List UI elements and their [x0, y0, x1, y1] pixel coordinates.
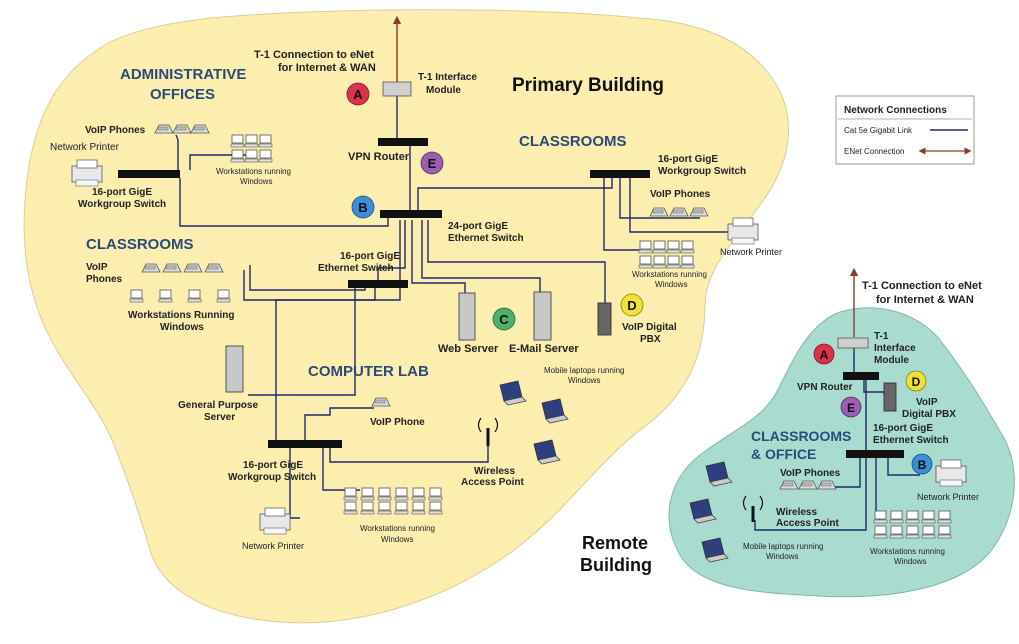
legend-enet-label: ENet Connection	[844, 147, 904, 156]
remote-voip-label: VoIP Phones	[780, 468, 841, 479]
svg-text:B: B	[918, 458, 927, 472]
badge-a-primary: A	[346, 82, 370, 106]
legend-title: Network Connections	[844, 105, 947, 116]
web-server-label: Web Server	[438, 343, 499, 355]
badge-e-primary: E	[420, 151, 444, 175]
lab-printer-label: Network Printer	[242, 541, 304, 551]
badge-d-primary: D	[620, 293, 644, 317]
lab-wap-label: Wireless Access Point	[461, 466, 524, 488]
admin-voip-label: VoIP Phones	[85, 125, 146, 136]
svg-text:C: C	[499, 312, 509, 327]
primary-t1-module: T-1 Interface Module	[418, 72, 480, 96]
primary-vpn-router: VPN Router	[348, 151, 410, 163]
classrooms-right-printer-label: Network Printer	[720, 247, 782, 257]
svg-text:A: A	[353, 87, 363, 102]
admin-switch-label: 16-port GigE Workgroup Switch	[78, 187, 166, 210]
gp-server-label: General Purpose Server	[178, 400, 261, 423]
lab-laptops-label: Mobile laptops running Windows	[544, 366, 627, 385]
classrooms-right-workstations-label: Workstations running Windows	[632, 270, 709, 289]
svg-text:A: A	[820, 348, 829, 362]
remote-heading: CLASSROOMS & OFFICE	[751, 428, 855, 462]
remote-workstations-label: Workstations running Windows	[870, 547, 947, 566]
legend: Network Connections Cat 5e Gigabit Link …	[835, 95, 975, 165]
network-hardware	[118, 81, 904, 458]
classrooms-right-switch-label: 16-port GigE Workgroup Switch	[658, 154, 746, 177]
remote-t1-module: T-1 Interface Module	[874, 331, 918, 366]
badge-b-remote: B	[911, 453, 933, 475]
remote-wap-icon	[742, 495, 764, 522]
svg-text:E: E	[847, 401, 855, 415]
classrooms-left-voip-label: VoIP Phones	[86, 262, 123, 285]
legend-cat5e-label: Cat 5e Gigabit Link	[844, 126, 913, 135]
email-server-label: E-Mail Server	[509, 343, 579, 355]
primary-t1-connection: T-1 Connection to eNet for Internet & WA…	[254, 49, 377, 74]
admin-offices-heading: ADMINISTRATIVE OFFICES	[120, 66, 251, 103]
remote-wap-label: Wireless Access Point	[776, 507, 839, 529]
classrooms-right-heading: CLASSROOMS	[519, 133, 627, 150]
lab-switch-label: 16-port GigE Workgroup Switch	[228, 460, 316, 483]
svg-text:E: E	[428, 156, 437, 171]
admin-workstations-label: Workstations running Windows	[216, 167, 293, 186]
classrooms-left-workstations-label: Workstations Running Windows	[128, 310, 237, 333]
primary-pbx-label: VoIP Digital PBX	[622, 322, 679, 345]
primary-building-title: Primary Building	[512, 75, 664, 96]
lab-workstations-label: Workstations running Windows	[360, 524, 437, 544]
classrooms-left-switch-label: 16-port GigE Ethernet Switch	[318, 251, 403, 274]
lab-wap-icon	[477, 417, 499, 446]
remote-laptops-label: Mobile laptops running Windows	[743, 542, 826, 561]
svg-text:B: B	[358, 200, 367, 215]
primary-cat5e-links	[175, 96, 728, 519]
badge-d-remote: D	[905, 370, 927, 392]
remote-vpn-router: VPN Router	[797, 382, 853, 393]
computer-lab-heading: COMPUTER LAB	[308, 363, 429, 380]
remote-cat5e-links	[754, 345, 920, 531]
admin-printer-label: Network Printer	[50, 142, 120, 153]
core-switch-label: 24-port GigE Ethernet Switch	[448, 221, 524, 244]
classrooms-left-heading: CLASSROOMS	[86, 236, 194, 253]
svg-text:D: D	[627, 298, 636, 313]
badge-c-primary: C	[492, 307, 516, 331]
remote-printer-label: Network Printer	[917, 492, 979, 502]
remote-switch-label: 16-port GigE Ethernet Switch	[873, 423, 949, 446]
svg-text:D: D	[912, 375, 921, 389]
devices	[71, 124, 967, 563]
badge-e-remote: E	[840, 396, 862, 418]
badge-a-remote: A	[813, 343, 835, 365]
remote-building-title: Remote Building	[580, 533, 653, 575]
servers	[225, 291, 897, 412]
badge-b-primary: B	[351, 195, 375, 219]
lab-voip-label: VoIP Phone	[370, 417, 425, 428]
primary-building-area	[23, 9, 789, 624]
remote-pbx-label: VoIP Digital PBX	[902, 397, 956, 420]
remote-t1-connection: T-1 Connection to eNet for Internet & WA…	[862, 280, 985, 306]
classrooms-right-voip-label: VoIP Phones	[650, 189, 711, 200]
